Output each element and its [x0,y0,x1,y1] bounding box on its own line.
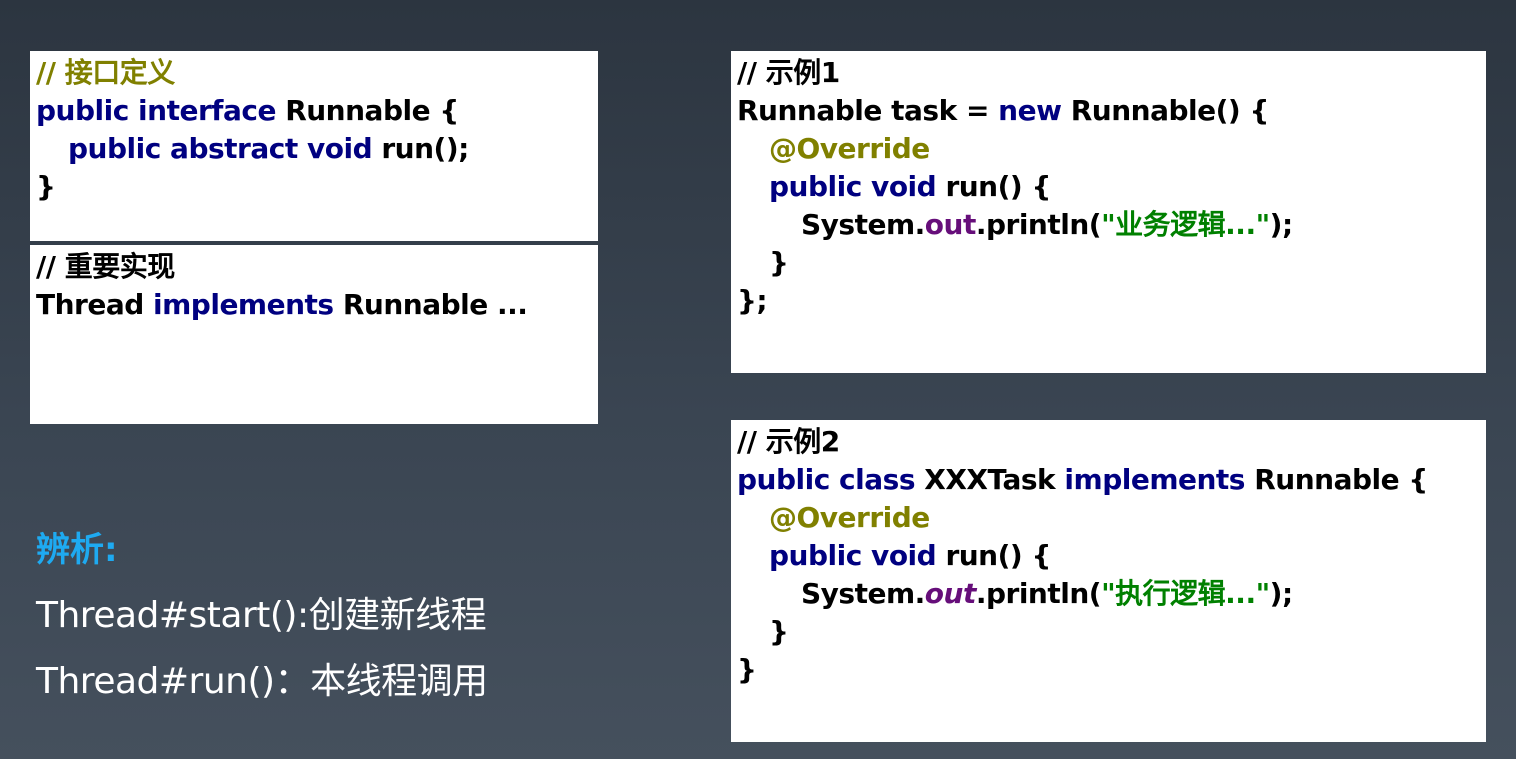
code-field: out [924,208,977,241]
code-keyword: public interface [36,94,286,127]
code-string: "业务逻辑..." [1101,208,1270,241]
code-annotation: @Override [769,501,930,534]
code-text: Runnable task = [737,94,999,127]
code-text: Runnable ... [342,288,528,321]
code-string: "执行逻辑..." [1101,577,1270,610]
code-text: ); [1269,577,1294,610]
code-annotation: @Override [769,132,930,165]
code-comment: // 示例2 [737,425,840,458]
code-line: public interface Runnable { [36,92,592,130]
code-text: System. [801,208,925,241]
code-line: }; [737,284,768,317]
analysis-section: 辨析: Thread#start():创建新线程 Thread#run()：本线… [36,525,656,715]
code-text: run() { [945,170,1051,203]
code-text: Runnable() { [1070,94,1270,127]
code-text: Runnable { [1254,463,1428,496]
code-line: } [737,653,757,686]
code-keyword: public class [737,463,925,496]
code-comment: // 示例1 [737,56,840,89]
code-line: public void run() { [737,537,1480,575]
analysis-line-run: Thread#run()：本线程调用 [36,661,488,702]
code-line: public class XXXTask implements Runnable… [737,461,1480,499]
code-line: Thread implements Runnable ... [36,286,592,324]
code-line: System.out.println("执行逻辑..."); [737,575,1480,613]
code-text: run(); [381,132,469,165]
code-text: System. [801,577,925,610]
code-text: run() { [945,539,1051,572]
code-line: public abstract void run(); [36,130,592,168]
code-keyword: implements [153,288,343,321]
code-keyword: new [998,94,1071,127]
code-keyword: public abstract void [68,132,382,165]
code-text: Runnable { [285,94,459,127]
code-line: } [36,170,56,203]
code-comment: // 重要实现 [36,250,175,283]
code-line: System.out.println("业务逻辑..."); [737,206,1480,244]
code-line: } [769,246,789,279]
code-line: } [769,615,789,648]
code-comment: // 接口定义 [36,56,175,89]
analysis-title: 辨析: [36,530,118,570]
code-line: Runnable task = new Runnable() { [737,92,1480,130]
code-keyword: public void [769,170,946,203]
code-keyword: implements [1064,463,1255,496]
code-field: out [924,577,977,610]
code-keyword: public void [769,539,946,572]
code-text: XXXTask [924,463,1065,496]
code-line: public void run() { [737,168,1480,206]
code-text: Thread [36,288,154,321]
code-text: ); [1269,208,1294,241]
code-text: .println( [975,577,1102,610]
analysis-line-start: Thread#start():创建新线程 [36,595,487,636]
code-text: .println( [975,208,1102,241]
